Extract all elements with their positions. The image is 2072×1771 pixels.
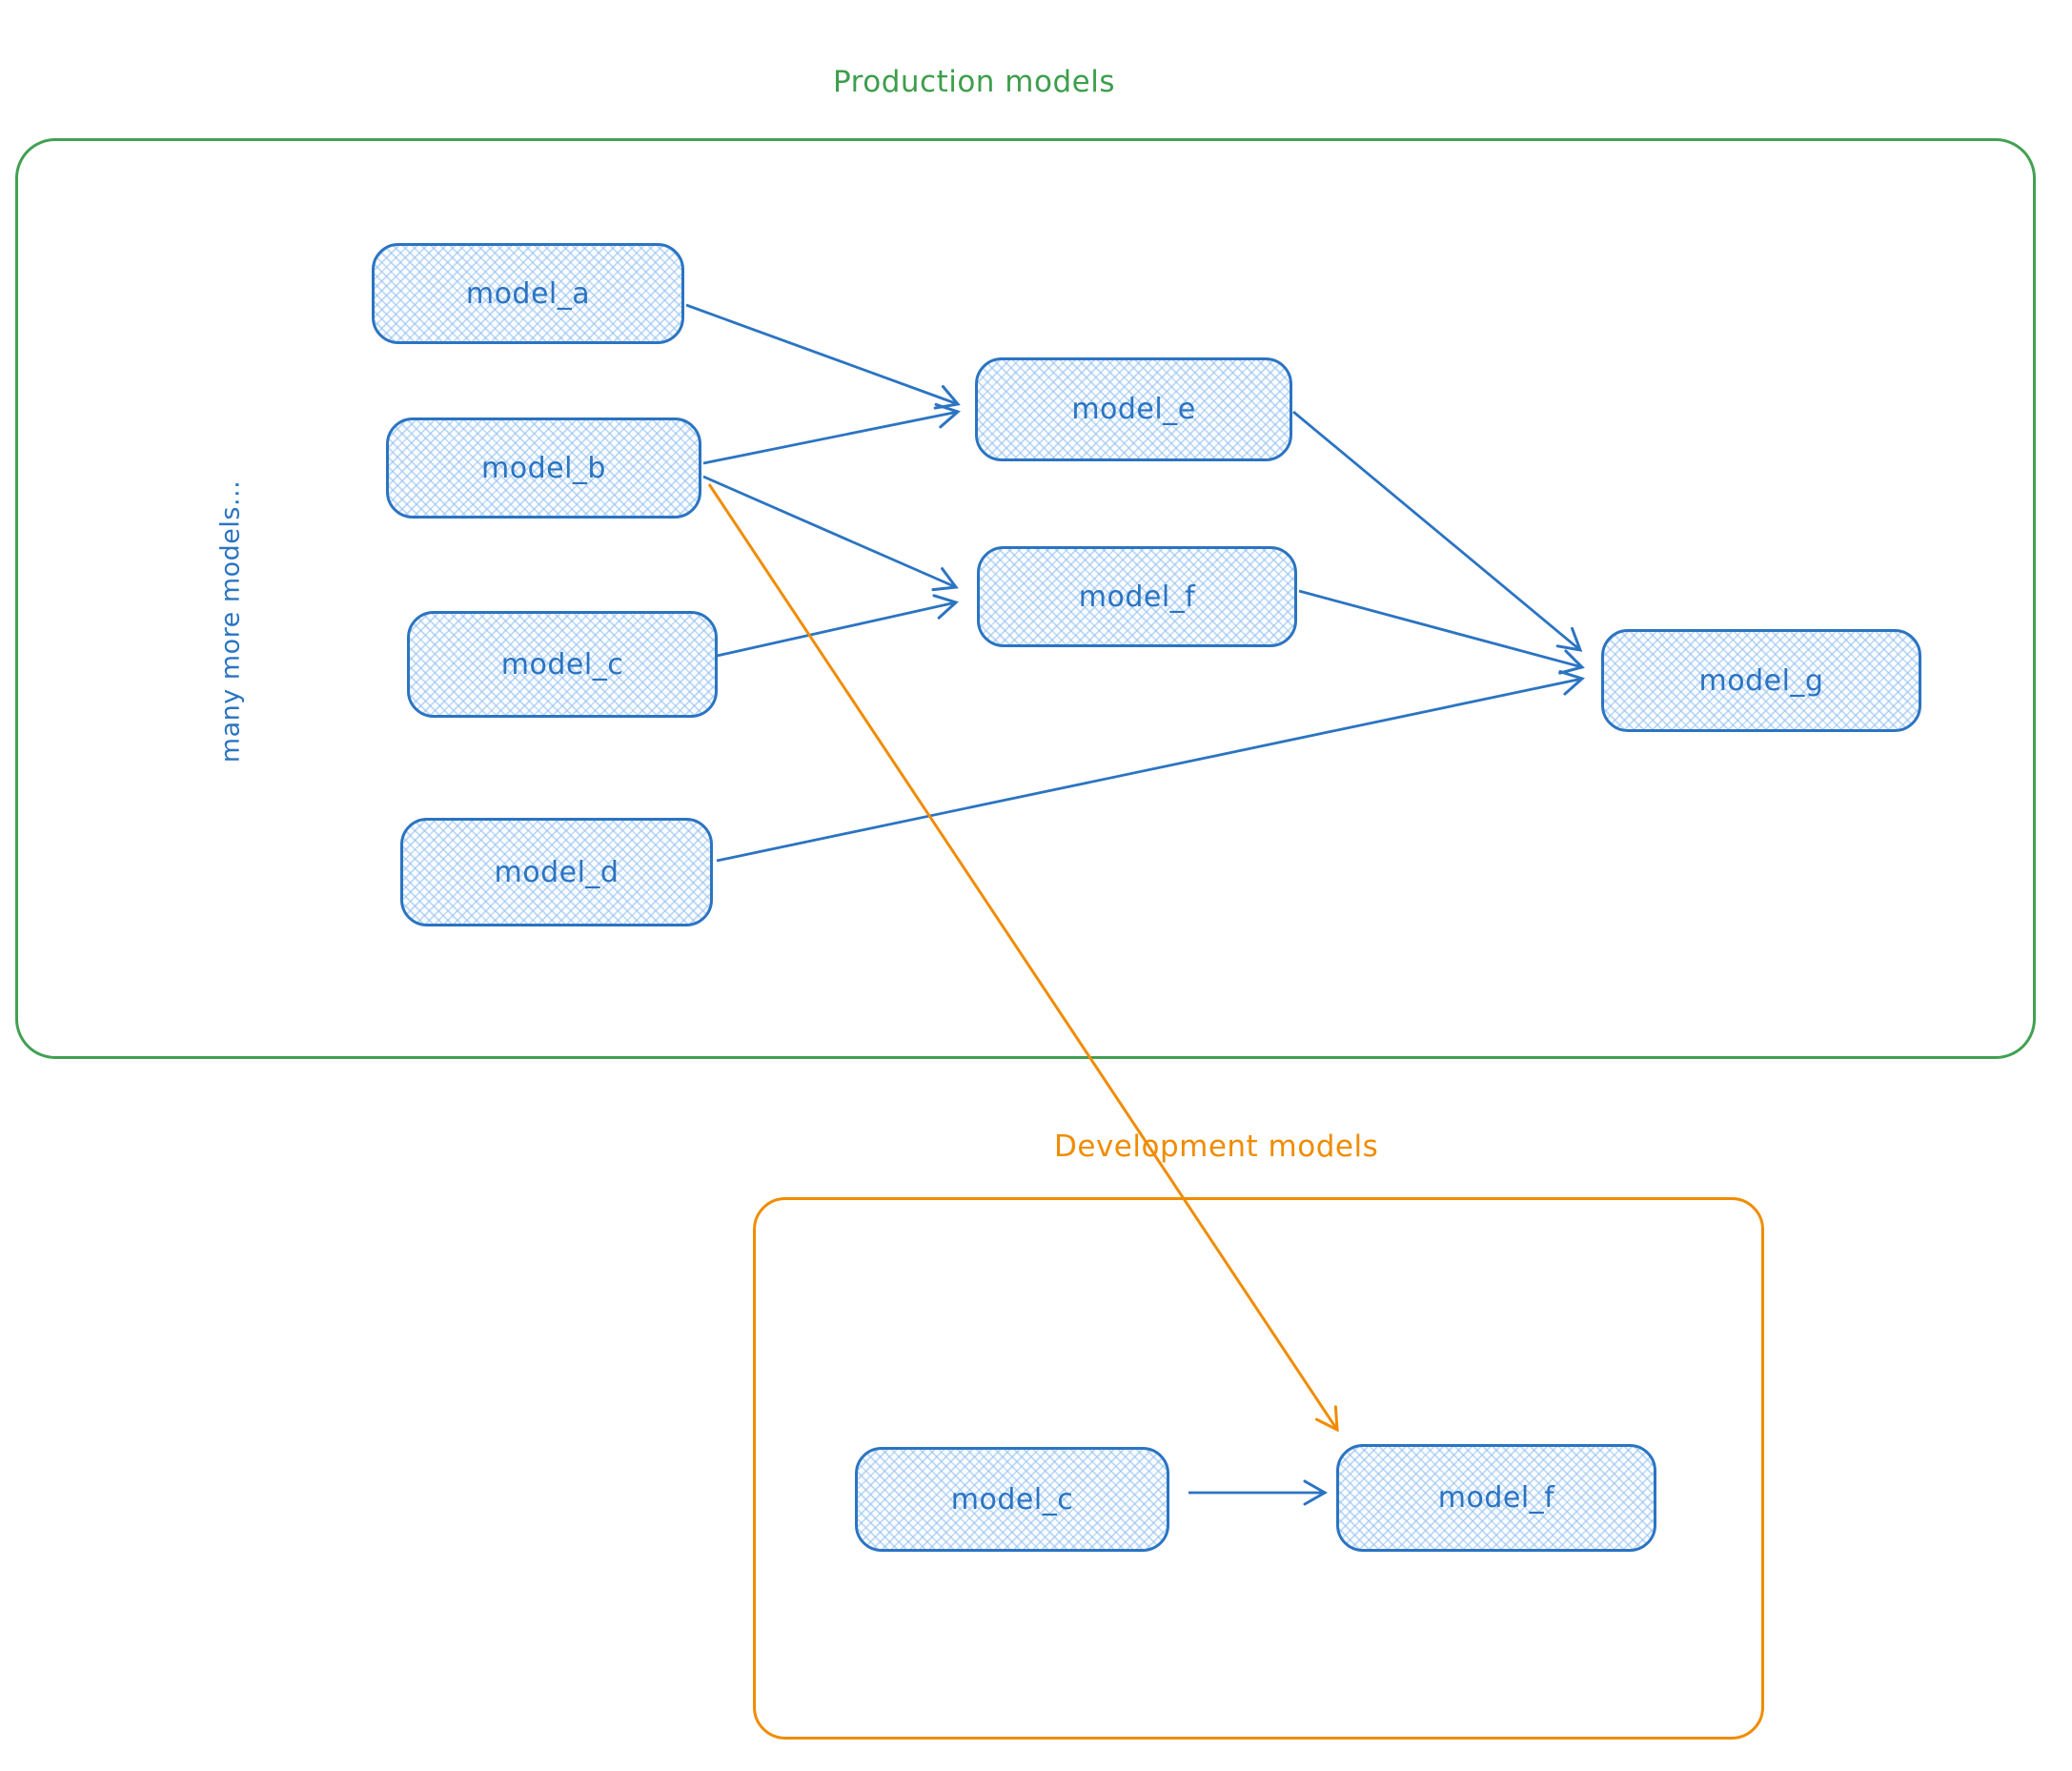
node-model-e-label: model_e — [1071, 393, 1196, 426]
node-model-a-label: model_a — [465, 276, 591, 311]
node-dev-model-f: model_f — [1336, 1444, 1656, 1552]
node-dev-model-c-label: model_c — [950, 1482, 1074, 1517]
node-model-c-label: model_c — [500, 647, 624, 682]
node-model-d-label: model_d — [494, 855, 620, 889]
node-model-g-label: model_g — [1698, 663, 1824, 698]
many-more-models-note: many more models... — [215, 479, 246, 763]
node-dev-model-f-label: model_f — [1437, 1481, 1555, 1515]
node-model-f: model_f — [977, 546, 1297, 647]
node-model-f-label: model_f — [1078, 580, 1196, 614]
node-model-a: model_a — [372, 243, 684, 344]
node-model-c: model_c — [407, 611, 718, 718]
node-dev-model-c: model_c — [855, 1447, 1169, 1552]
production-group-title: Production models — [833, 65, 1115, 99]
node-model-d: model_d — [400, 818, 713, 926]
node-model-b-label: model_b — [481, 451, 606, 485]
development-group-title: Development models — [1054, 1130, 1379, 1164]
node-model-b: model_b — [386, 417, 701, 519]
node-model-e: model_e — [975, 357, 1292, 461]
node-model-g: model_g — [1601, 629, 1921, 732]
